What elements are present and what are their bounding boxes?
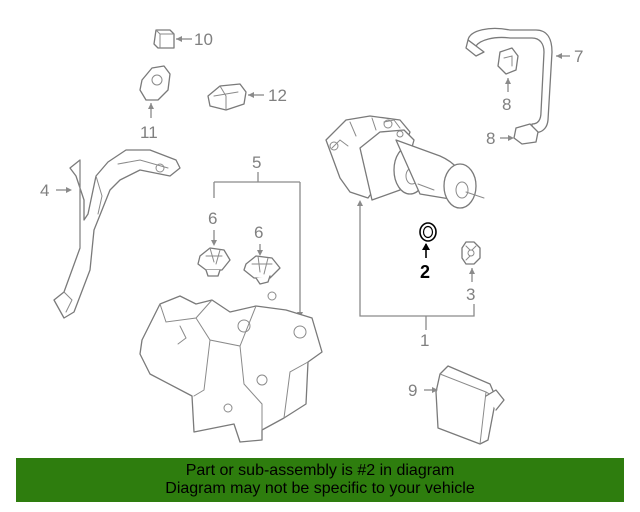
callout-4: 4 <box>40 181 49 200</box>
banner-line-1: Part or sub-assembly is #2 in diagram <box>185 462 455 479</box>
part-1: 1 <box>325 115 485 350</box>
callout-10: 10 <box>194 30 213 49</box>
part-6-right: 6 <box>243 223 281 285</box>
callout-1: 1 <box>420 331 429 350</box>
callout-11: 11 <box>140 123 158 142</box>
part-8-lower: 8 <box>486 123 539 148</box>
callout-6a: 6 <box>208 209 217 228</box>
callout-9: 9 <box>408 381 417 400</box>
banner-line-2: Diagram may not be specific to your vehi… <box>165 480 475 497</box>
callout-8b: 8 <box>486 129 495 148</box>
callout-2: 2 <box>420 262 430 282</box>
part-11: 11 <box>139 65 171 142</box>
callout-12: 12 <box>268 86 287 105</box>
callout-8a: 8 <box>502 95 511 114</box>
callout-3: 3 <box>466 285 475 304</box>
callout-7: 7 <box>574 47 583 66</box>
part-3: 3 <box>461 241 481 304</box>
info-banner: Part or sub-assembly is #2 in diagram Di… <box>16 458 624 502</box>
callout-5: 5 <box>252 153 261 172</box>
part-7: 7 <box>465 27 583 134</box>
callout-6b: 6 <box>254 223 263 242</box>
part-5: 5 <box>139 153 323 443</box>
part-9: 9 <box>408 365 505 445</box>
part-12: 12 <box>207 83 287 111</box>
part-4: 4 <box>40 149 181 319</box>
part-10: 10 <box>153 29 213 49</box>
part-8-upper: 8 <box>497 47 519 114</box>
part-2-highlighted: 2 <box>419 222 437 282</box>
part-6-left: 6 <box>197 209 231 277</box>
